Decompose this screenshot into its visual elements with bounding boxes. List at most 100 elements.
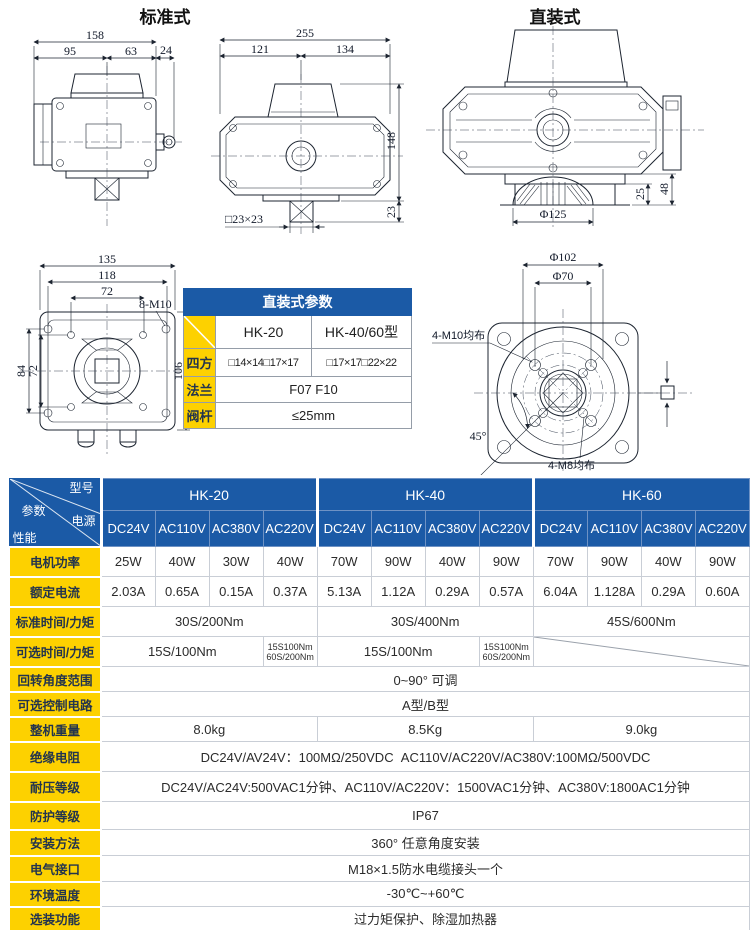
voltage-header: DC24V xyxy=(100,510,156,547)
value-cell: 1.128A xyxy=(586,576,642,607)
value-cell: M18×1.5防水电缆接头一个 xyxy=(100,855,750,882)
spec-corner-cell: 型号 参数 电源 性能 xyxy=(8,478,103,547)
value-cell: 5.13A xyxy=(316,576,372,607)
spec-row-std-time-torque: 标准时间/力矩 30S/200Nm 30S/400Nm 45S/600Nm xyxy=(8,605,750,638)
dim-label: 24 xyxy=(160,43,172,57)
dim-label: Φ70 xyxy=(553,269,574,283)
value-cell: 0.57A xyxy=(478,576,534,607)
flange-value: F07 F10 xyxy=(214,376,413,403)
dim-label: 48 xyxy=(657,183,671,195)
value-cell: 6.04A xyxy=(532,576,588,607)
spec-row-weight: 整机重量 8.0kg 8.5Kg 9.0kg xyxy=(8,715,750,743)
row-label-insulation: 绝缘电阻 xyxy=(8,740,102,773)
value-cell: 90W xyxy=(478,546,534,577)
value-cell: 40W xyxy=(262,546,318,577)
value-cell: 0.29A xyxy=(640,576,696,607)
spec-row-angle-range: 回转角度范围 0~90° 可调 xyxy=(8,665,750,693)
square-hk20: □14×14□17×17 xyxy=(215,348,312,377)
voltage-header: AC380V xyxy=(640,510,696,547)
value-cell: DC24V/AC24V:500VAC1分钟、AC110V/AC220V：1500… xyxy=(100,771,750,802)
value-cell: 360° 任意角度安装 xyxy=(100,829,750,856)
dim-label: 148 xyxy=(384,132,398,150)
drawing-bottom-view: 135 118 72 8-M10 84 72 106 xyxy=(12,250,197,470)
voltage-header: AC380V xyxy=(208,510,264,547)
dim-label: 255 xyxy=(296,26,314,40)
voltage-header: AC110V xyxy=(154,510,210,547)
spec-row-withstand: 耐压等级 DC24V/AC24V:500VAC1分钟、AC110V/AC220V… xyxy=(8,770,750,803)
spec-row-opt-time-torque: 可选时间/力矩 15S/100Nm 15S100Nm 60S/200Nm 15S… xyxy=(8,635,750,668)
voltage-header: DC24V xyxy=(531,510,588,547)
voltage-header: AC110V xyxy=(370,510,426,547)
value-cell: -30℃~+60℃ xyxy=(100,881,750,907)
model-header-hk20: HK-20 xyxy=(100,478,318,511)
value-cell: 25W xyxy=(100,546,156,577)
row-label-rated-current: 额定电流 xyxy=(8,575,102,608)
dim-label: 121 xyxy=(251,42,269,56)
alt-line-1: 15S100Nm xyxy=(267,641,313,652)
spec-table: 型号 参数 电源 性能 HK-20 HK-40 HK-60 DC24V AC11… xyxy=(0,478,750,930)
row-label-electrical: 电气接口 xyxy=(8,854,102,883)
value-cell: 30S/400Nm xyxy=(316,606,534,637)
dim-label: 118 xyxy=(98,268,116,282)
dim-label: 158 xyxy=(86,28,104,42)
corner-label-param: 参数 xyxy=(21,504,46,518)
dim-label: 23 xyxy=(384,206,398,218)
value-cell: 2.03A xyxy=(100,576,156,607)
title-direct-type: 直装式 xyxy=(529,8,581,27)
voltage-header: AC380V xyxy=(424,510,480,547)
row-label-std-time-torque: 标准时间/力矩 xyxy=(8,605,102,638)
value-cell: 0.15A xyxy=(208,576,264,607)
spec-row-protection: 防护等级 IP67 xyxy=(8,800,750,831)
voltage-header: AC110V xyxy=(586,510,642,547)
direct-mount-table: 直装式参数 HK-20 HK-40/60型 四方 □14×14□17×17 □1… xyxy=(182,288,413,429)
value-cell: 70W xyxy=(532,546,588,577)
row-label-mounting: 安装方法 xyxy=(8,828,102,857)
direct-col-hk20: HK-20 xyxy=(215,315,312,349)
model-header-hk60: HK-60 xyxy=(531,478,750,511)
alt-line-2: 60S/200Nm xyxy=(266,651,314,662)
value-cell: 8.0kg xyxy=(100,716,318,742)
row-label-angle-range: 回转角度范围 xyxy=(8,665,102,693)
dim-label: □23×23 xyxy=(225,212,263,226)
dim-label: 8-M10 xyxy=(139,297,172,311)
value-cell: 0.29A xyxy=(424,576,480,607)
direct-table-title: 直装式参数 xyxy=(182,288,413,316)
dim-label: 95 xyxy=(64,44,76,58)
corner-label-perf: 性能 xyxy=(12,530,37,545)
alt-line-1: 15S100Nm xyxy=(483,641,529,652)
value-cell: 30W xyxy=(208,546,264,577)
dim-label: 72 xyxy=(101,284,113,298)
value-cell: 45S/600Nm xyxy=(532,606,750,637)
dim-label: 135 xyxy=(98,252,116,266)
drawing-standard-front-view: 255 121 134 □23×23 148 23 xyxy=(203,24,413,244)
dim-label: 4-M8均布 xyxy=(548,459,595,472)
value-cell: DC24V/AV24V：100MΩ/250VDC AC110V/AC220V/A… xyxy=(100,741,750,772)
dim-label: 63 xyxy=(125,44,137,58)
value-cell: 90W xyxy=(694,546,750,577)
value-cell-alt: 15S100Nm 60S/200Nm xyxy=(262,636,318,667)
not-applicable-cell xyxy=(532,636,750,667)
spec-row-insulation: 绝缘电阻 DC24V/AV24V：100MΩ/250VDC AC110V/AC2… xyxy=(8,740,750,773)
dim-label: 45° xyxy=(470,429,487,443)
stem-value: ≤25mm xyxy=(214,402,413,429)
value-cell-alt: 15S100Nm 60S/200Nm xyxy=(478,636,534,667)
spec-row-rated-current: 额定电流 2.03A 0.65A 0.15A 0.37A 5.13A 1.12A… xyxy=(8,575,750,608)
value-cell: 8.5Kg xyxy=(316,716,534,742)
voltage-header: DC24V xyxy=(315,510,372,547)
row-label-withstand: 耐压等级 xyxy=(8,770,102,803)
value-cell: A型/B型 xyxy=(100,691,750,717)
value-cell: 15S/100Nm xyxy=(100,636,264,667)
drawing-flange-view: Φ102 Φ70 45° 4-M10均布 4-M8均布 xyxy=(428,243,698,480)
row-label-square: 四方 xyxy=(183,348,216,377)
direct-col-hk4060: HK-40/60型 xyxy=(310,315,413,349)
voltage-header: AC220V xyxy=(694,510,750,547)
direct-table-corner xyxy=(183,315,216,349)
drawing-direct-front-view: Φ125 25 48 xyxy=(420,22,710,242)
square-hk4060: □17×17□22×22 xyxy=(310,348,413,377)
value-cell: 0.60A xyxy=(694,576,750,607)
value-cell: 90W xyxy=(586,546,642,577)
spec-row-motor-power: 电机功率 25W 40W 30W 40W 70W 90W 40W 90W 70W… xyxy=(8,545,750,578)
row-label-opt-time-torque: 可选时间/力矩 xyxy=(8,635,102,668)
row-label-control-circuit: 可选控制电路 xyxy=(8,690,102,718)
